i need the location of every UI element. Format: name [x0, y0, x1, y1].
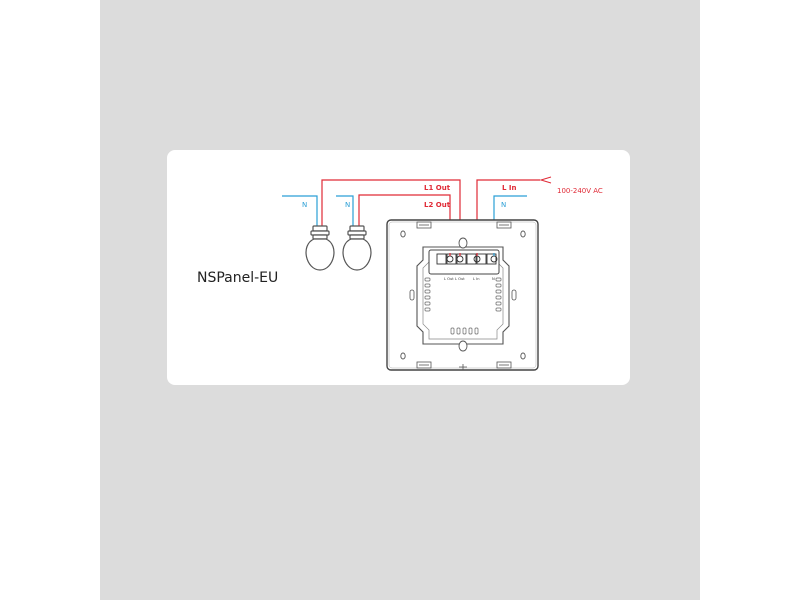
wiring-diagram: L1 Out L2 Out L In 100-240V AC N N N — [282, 176, 603, 371]
neutral-wire-lamp1 — [282, 195, 318, 226]
light-bulb-icon — [305, 225, 335, 271]
label-n-supply: N — [501, 201, 506, 209]
terminal-label-l-in: L In — [473, 277, 479, 281]
screw-hole-icon — [520, 352, 526, 360]
label-l2-out: L2 Out — [424, 201, 451, 209]
label-n-lamp1: N — [302, 201, 307, 209]
terminal-label-n: N — [492, 277, 495, 281]
screw-hole-icon — [400, 230, 406, 238]
terminal-label-l2-out: L Out — [444, 277, 454, 281]
light-bulb-icon — [342, 225, 372, 271]
live-wire-l1-out — [321, 179, 461, 253]
screw-hole-icon — [400, 352, 406, 360]
label-supply-voltage: 100-240V AC — [557, 187, 603, 195]
nspanel-back-plate: L Out L Out L In N — [386, 219, 539, 371]
terminal-label-l1-out: L Out — [455, 277, 465, 281]
label-l1-out: L1 Out — [424, 184, 451, 192]
label-n-lamp2: N — [345, 201, 350, 209]
neutral-wire-lamp2 — [336, 195, 354, 226]
supply-arrow-icon — [539, 176, 552, 184]
terminal-block — [428, 249, 500, 275]
model-label: NSPanel-EU — [197, 270, 279, 286]
label-l-in: L In — [502, 184, 517, 192]
diagram-card: NSPanel-EU L1 Out L2 Out L In 100-240V A… — [167, 150, 630, 385]
screw-hole-icon — [520, 230, 526, 238]
wire-terminal-ends — [449, 253, 495, 256]
